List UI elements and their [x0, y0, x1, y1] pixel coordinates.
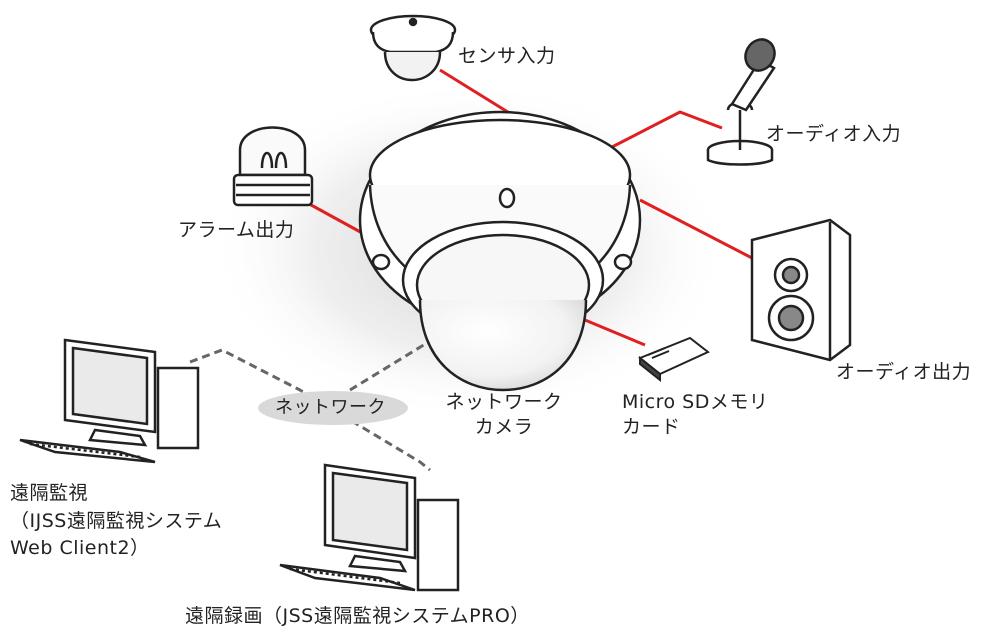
label-remote-monitor-line2: （IJSS遠隔監視システム — [10, 509, 223, 532]
network-line-camera — [349, 333, 441, 392]
label-sensor-input: センサ入力 — [458, 45, 556, 67]
label-network-camera-line1: ネットワーク — [445, 391, 563, 413]
dome-camera-icon — [358, 110, 642, 392]
microphone-icon — [706, 38, 776, 166]
network-bubble — [258, 391, 408, 425]
wire-audio-out — [639, 198, 753, 260]
label-sd-card-line2: カード — [622, 415, 681, 438]
label-network-camera-line2: カメラ — [474, 415, 534, 438]
label-remote-record: 遠隔録画（JSS遠隔監視システムPRO） — [185, 605, 530, 627]
sd-card-icon — [638, 336, 710, 383]
network-lines — [189, 333, 441, 472]
desktop-computer-icon — [279, 463, 460, 592]
label-remote-monitor-line1: 遠隔監視 — [10, 482, 89, 504]
alarm-light-icon — [232, 126, 314, 207]
label-network-bubble: ネットワーク — [275, 397, 386, 418]
label-network-camera: ネットワーク カメラ — [440, 390, 568, 439]
ceiling-sensor-icon — [369, 14, 457, 82]
desktop-computer-icon — [19, 338, 200, 464]
label-sd-card-line1: Micro SDメモリ — [622, 391, 769, 413]
network-line-pcs — [189, 348, 431, 472]
label-audio-output: オーディオ出力 — [836, 361, 972, 383]
label-sd-card: Micro SDメモリ カード — [622, 390, 768, 439]
label-remote-monitor-line3: Web Client2） — [10, 537, 150, 560]
speaker-icon — [750, 218, 852, 362]
wire-sd — [584, 318, 646, 347]
label-alarm-output: アラーム出力 — [178, 219, 295, 241]
label-audio-input: オーディオ入力 — [766, 123, 902, 145]
wire-audio-in — [609, 110, 723, 150]
label-remote-monitor: 遠隔監視 （IJSS遠隔監視システム Web Client2） — [10, 480, 222, 563]
